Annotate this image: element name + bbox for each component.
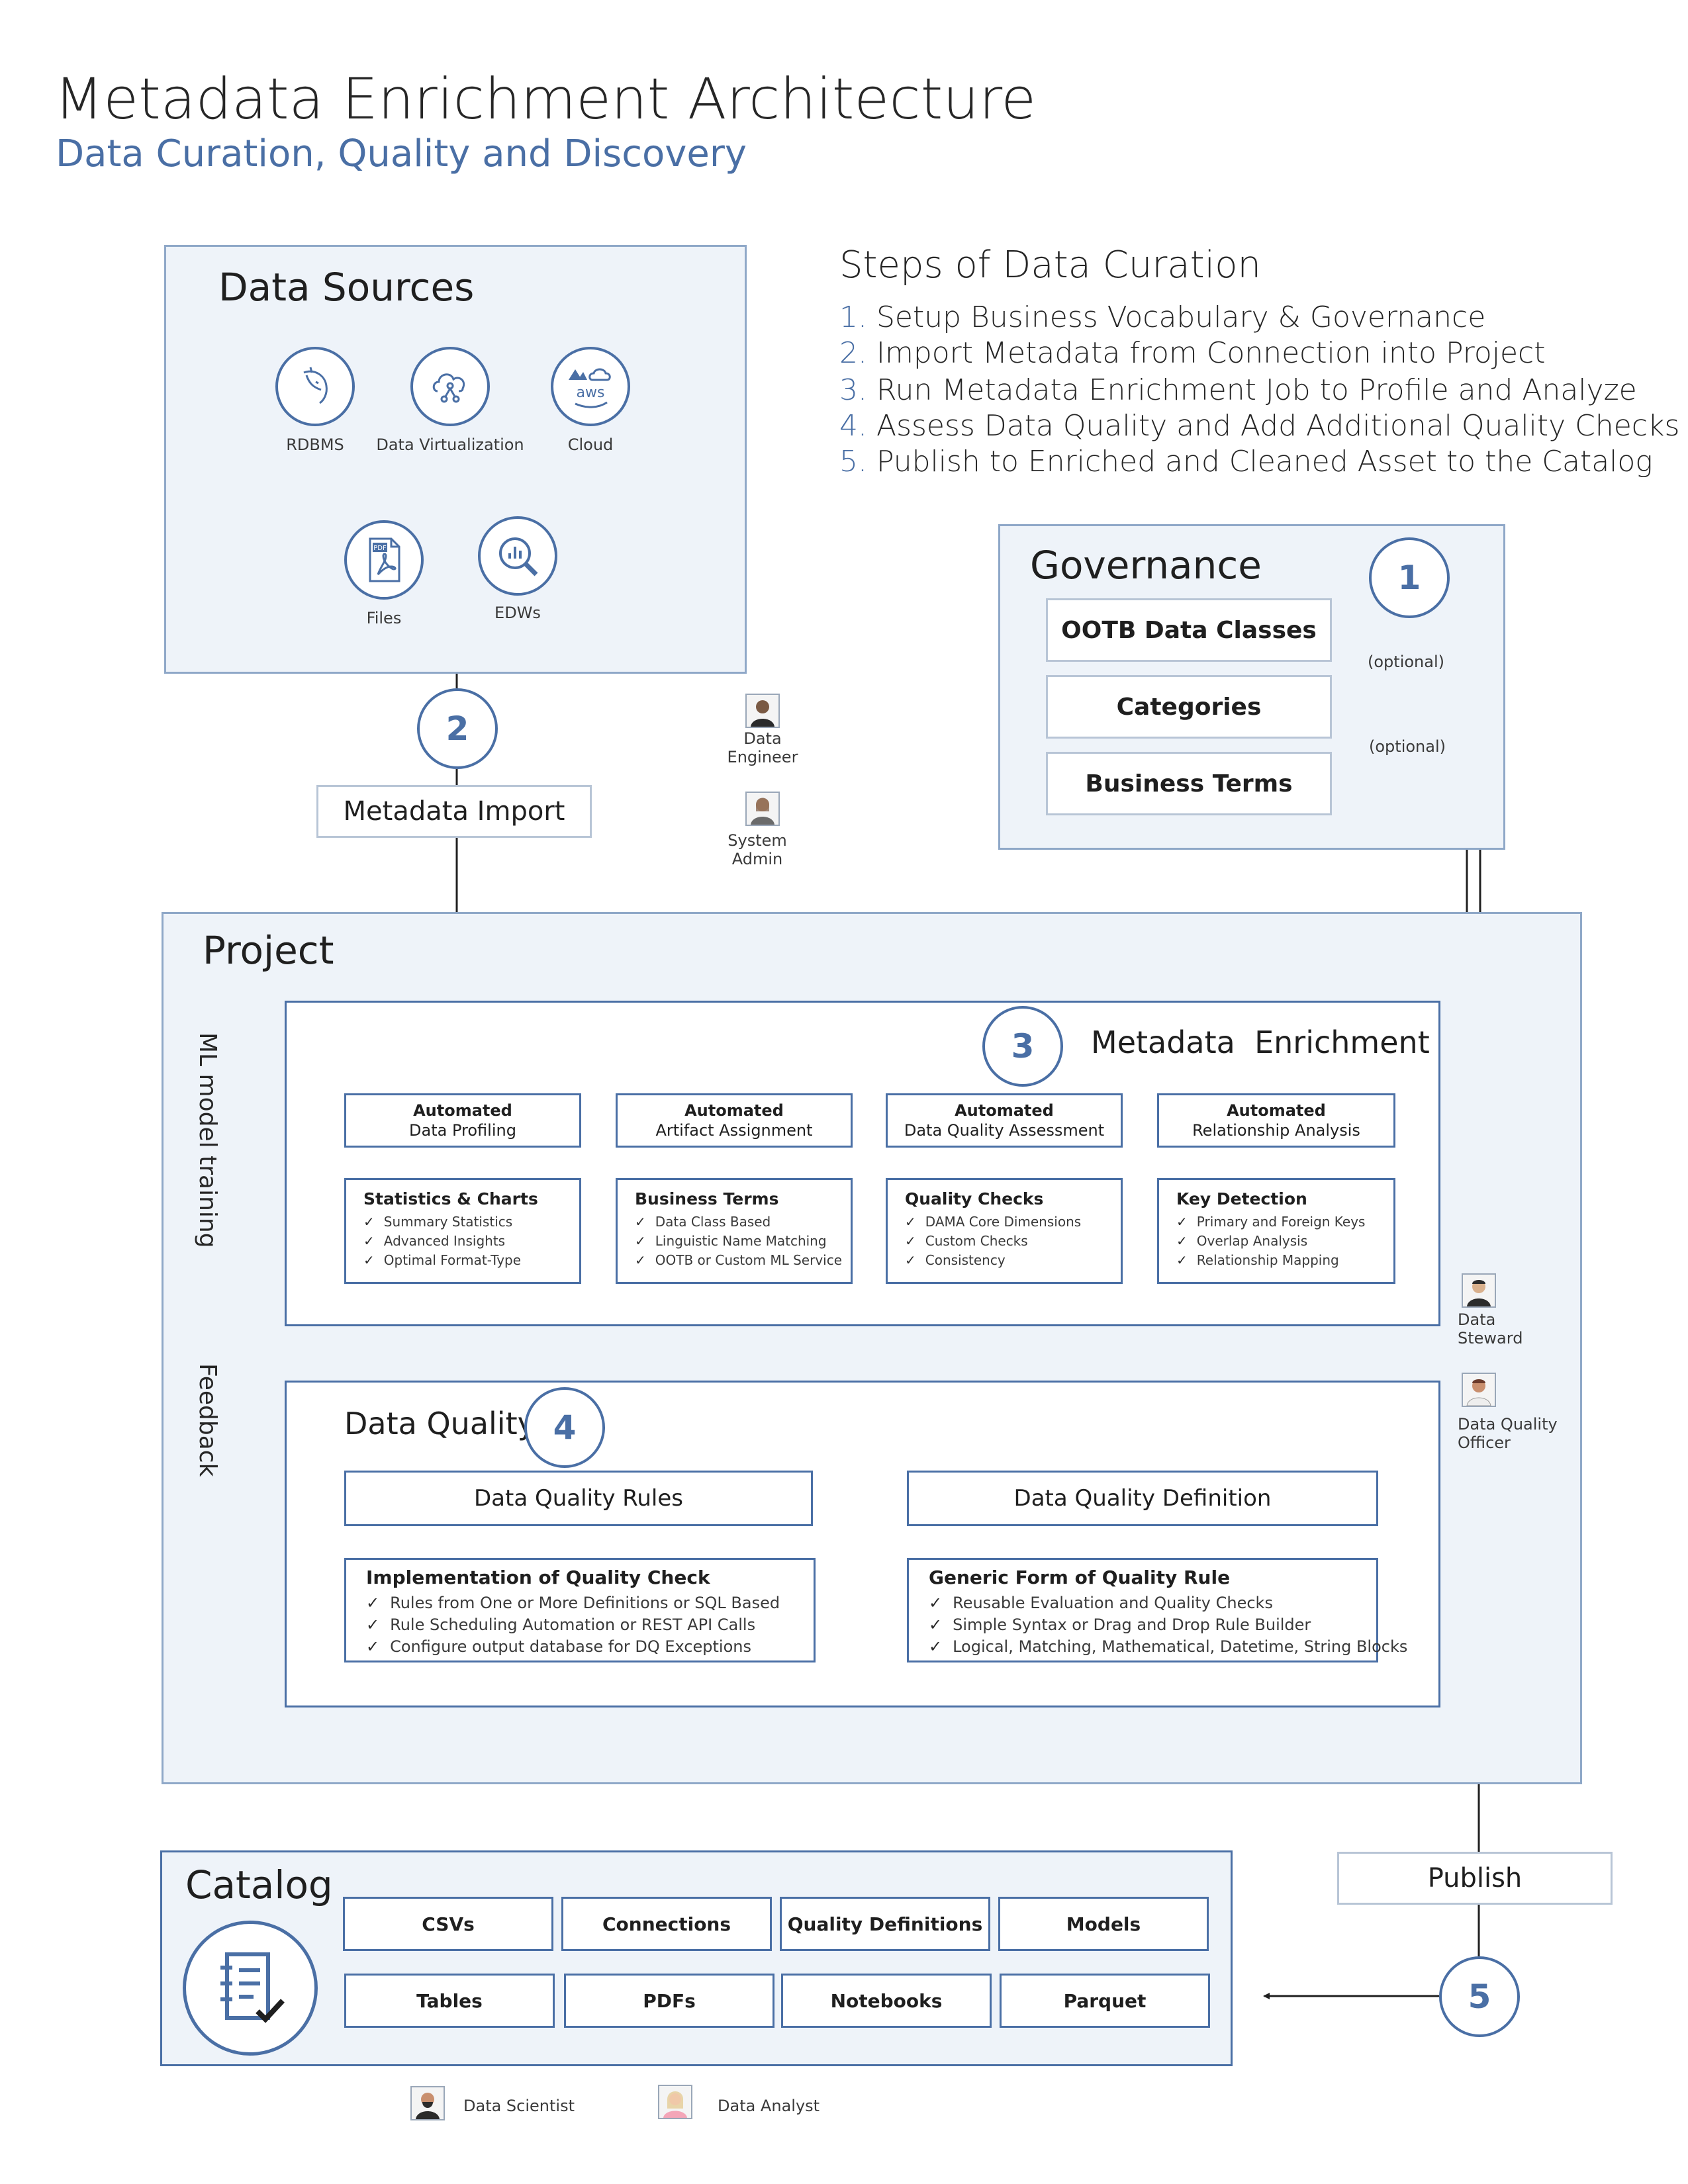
rdbms-icon [275, 347, 355, 426]
page-title: Metadata Enrichment Architecture [54, 66, 1037, 132]
pdf-text: PDF [373, 545, 387, 552]
data-quality-title: Data Quality [344, 1406, 536, 1441]
catalog-item-pdfs: PDFs [564, 1974, 774, 2028]
data-analyst-avatar [658, 2085, 692, 2119]
governance-title: Governance [1030, 543, 1262, 588]
step-4-badge: 4 [524, 1387, 605, 1468]
catalog-item-parquet: Parquet [1000, 1974, 1210, 2028]
step-item-5: 5. Publish to Enriched and Cleaned Asset… [839, 445, 1653, 478]
data-scientist-avatar [410, 2086, 445, 2120]
step-item-1: 1. Setup Business Vocabulary & Governanc… [839, 300, 1486, 334]
catalog-item-csvs: CSVs [343, 1897, 553, 1951]
step-item-4: 4. Assess Data Quality and Add Additiona… [839, 409, 1680, 443]
optional-label-2: (optional) [1369, 737, 1446, 756]
catalog-checklist-icon [183, 1921, 318, 2056]
data-scientist-label: Data Scientist [463, 2097, 575, 2115]
business-terms-detail-box: Business Terms Data Class BasedLinguisti… [616, 1178, 853, 1284]
publish-box: Publish [1337, 1852, 1613, 1905]
page-subtitle: Data Curation, Quality and Discovery [56, 132, 747, 175]
key-detection-box: Key Detection Primary and Foreign KeysOv… [1157, 1178, 1395, 1284]
step-2-badge: 2 [417, 688, 498, 769]
quality-checks-box: Quality Checks DAMA Core DimensionsCusto… [886, 1178, 1123, 1284]
steps-title: Steps of Data Curation [839, 244, 1261, 287]
edws-label: EDWs [494, 604, 541, 622]
files-label: Files [366, 609, 402, 627]
catalog-item-models: Models [998, 1897, 1209, 1951]
data-sources-title: Data Sources [218, 265, 475, 310]
statistics-charts-box: Statistics & Charts Summary StatisticsAd… [344, 1178, 581, 1284]
implementation-quality-check-box: Implementation of Quality Check Rules fr… [344, 1558, 816, 1662]
metadata-enrichment-title: Metadata Enrichment [1091, 1024, 1430, 1060]
catalog-title: Catalog [185, 1862, 333, 1907]
cloud-label: Cloud [567, 435, 614, 454]
system-admin-avatar [745, 792, 780, 826]
step-5-badge: 5 [1439, 1956, 1520, 2037]
cloud-aws-icon: aws [551, 347, 630, 426]
data-sources-panel [164, 245, 747, 674]
data-virtualization-label: Data Virtualization [376, 435, 524, 454]
data-quality-definition-box: Data Quality Definition [907, 1471, 1378, 1526]
data-analyst-label: Data Analyst [718, 2097, 820, 2115]
data-quality-officer-avatar [1462, 1373, 1496, 1407]
ootb-data-classes-box: OOTB Data Classes [1046, 598, 1332, 662]
step-item-3: 3. Run Metadata Enrichment Job to Profil… [839, 373, 1637, 407]
project-title: Project [203, 928, 334, 973]
catalog-panel [160, 1850, 1233, 2066]
catalog-item-notebooks: Notebooks [781, 1974, 992, 2028]
metadata-import-box: Metadata Import [316, 785, 592, 838]
catalog-item-tables: Tables [344, 1974, 555, 2028]
optional-label-1: (optional) [1368, 653, 1444, 671]
data-steward-avatar [1462, 1273, 1496, 1308]
catalog-item-quality-definitions: Quality Definitions [780, 1897, 990, 1951]
edw-analytics-icon [478, 516, 557, 596]
data-engineer-avatar [745, 694, 780, 728]
generic-quality-rule-box: Generic Form of Quality Rule Reusable Ev… [907, 1558, 1407, 1662]
feedback-label: Feedback [194, 1363, 221, 1477]
business-terms-box: Business Terms [1046, 752, 1332, 815]
aws-text: aws [577, 385, 605, 401]
rdbms-label: RDBMS [286, 435, 344, 454]
categories-box: Categories [1046, 675, 1332, 739]
data-virtualization-icon [410, 347, 490, 426]
step-item-2: 2. Import Metadata from Connection into … [839, 336, 1546, 370]
step-3-badge: 3 [982, 1006, 1063, 1087]
ml-model-training-label: ML model training [194, 1032, 221, 1248]
catalog-item-connections: Connections [561, 1897, 772, 1951]
step-1-badge: 1 [1369, 537, 1450, 618]
pdf-file-icon: PDF [344, 520, 424, 600]
data-quality-rules-box: Data Quality Rules [344, 1471, 813, 1526]
